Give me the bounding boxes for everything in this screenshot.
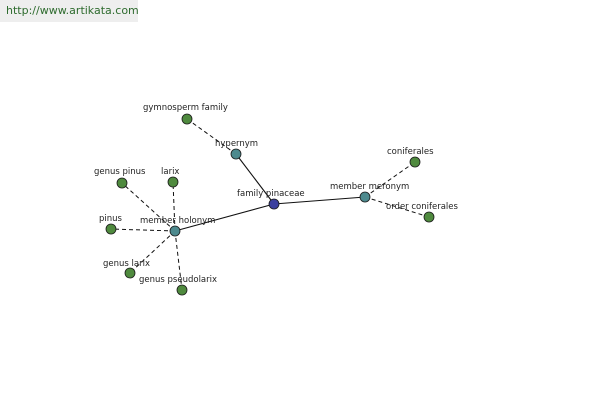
- label-larix[interactable]: larix: [161, 167, 179, 177]
- node-member-meronym[interactable]: [359, 191, 371, 203]
- label-genus-larix[interactable]: genus larix: [103, 259, 150, 269]
- edge-hypernym-gymnosperm-family: [186, 118, 237, 155]
- label-pinus[interactable]: pinus: [99, 214, 123, 224]
- node-larix[interactable]: [167, 176, 179, 188]
- edge-center-member-holonym: [174, 203, 275, 232]
- node-hypernym[interactable]: [230, 148, 242, 160]
- node-coniferales[interactable]: [409, 156, 421, 168]
- node-pinus[interactable]: [105, 223, 117, 235]
- node-genus-pseudolarix[interactable]: [176, 284, 188, 296]
- label-gymnosperm-family[interactable]: gymnosperm family: [143, 103, 228, 113]
- label-coniferales[interactable]: coniferales: [387, 147, 434, 157]
- label-member-holonym[interactable]: member holonym: [140, 216, 215, 226]
- label-hypernym[interactable]: hypernym: [215, 139, 258, 149]
- edge-center-hypernym: [235, 153, 275, 205]
- label-genus-pseudolarix[interactable]: genus pseudolarix: [139, 275, 217, 285]
- edge-holonym-pinus: [110, 228, 176, 232]
- edge-center-member-meronym: [273, 196, 366, 205]
- edge-holonym-genus-pinus: [121, 182, 176, 232]
- node-genus-pinus[interactable]: [116, 177, 128, 189]
- node-order-coniferales[interactable]: [423, 211, 435, 223]
- label-family-pinaceae[interactable]: family pinaceae: [237, 189, 305, 199]
- node-genus-larix[interactable]: [124, 267, 136, 279]
- node-gymnosperm-family[interactable]: [181, 113, 193, 125]
- node-member-holonym[interactable]: [169, 225, 181, 237]
- node-family-pinaceae[interactable]: [268, 198, 280, 210]
- site-url[interactable]: http://www.artikata.com: [0, 0, 139, 22]
- label-member-meronym[interactable]: member meronym: [330, 182, 409, 192]
- label-order-coniferales[interactable]: order coniferales: [386, 202, 459, 212]
- edge-meronym-coniferales: [364, 161, 416, 198]
- label-genus-pinus[interactable]: genus pinus: [94, 167, 146, 177]
- edge-holonym-genus-larix: [129, 230, 176, 274]
- edge-holonym-larix: [172, 181, 176, 232]
- edge-holonym-genus-pseudolarix: [174, 230, 183, 291]
